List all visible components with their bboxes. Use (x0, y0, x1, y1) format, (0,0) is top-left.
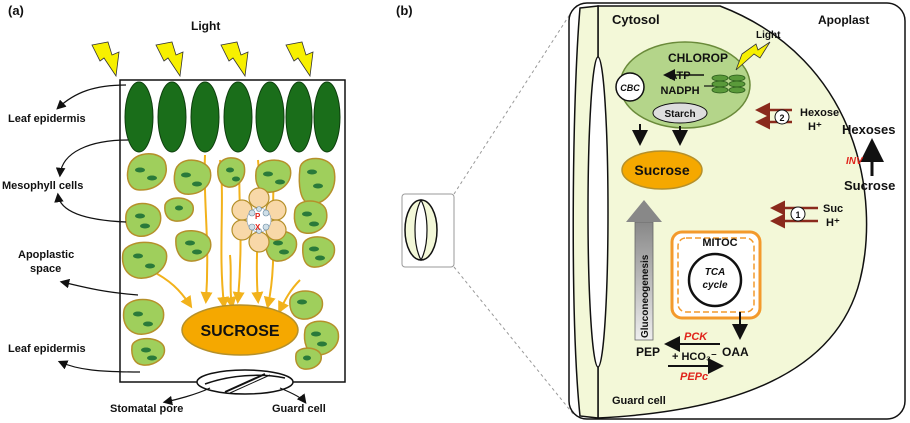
phloem-label: P (255, 212, 261, 221)
zoom-line-top (453, 7, 575, 195)
panel-a-pointer-arrows (54, 84, 307, 406)
transporter-2-label: 2 (779, 113, 784, 123)
pck-label: PCK (684, 331, 708, 343)
tca-cycle-icon (687, 252, 743, 308)
chloroplast-dots (133, 167, 327, 361)
panel-a-light-label: Light (191, 19, 220, 33)
mesophyll-cells (121, 153, 340, 370)
h-plus-2-label: H⁺ (826, 217, 840, 229)
epidermis-cell (157, 81, 187, 153)
leaf-epidermis-bottom-label: Leaf epidermis (8, 343, 86, 355)
guard-cell-label-b: Guard cell (612, 395, 666, 407)
mesophyll-cell (289, 290, 324, 320)
lightning-icon (735, 41, 771, 71)
mesophyll-cell (303, 320, 340, 356)
hexose-label: Hexose (800, 107, 839, 119)
cytosol-label: Cytosol (612, 12, 660, 27)
vascular-bundle: P X (231, 187, 287, 253)
panel-a-label: (a) (8, 3, 24, 18)
epidermis-cell (223, 81, 253, 153)
mitochondrion-label: MITOC (702, 237, 737, 249)
gluconeogenesis-arrow (626, 200, 662, 341)
pore (587, 56, 609, 368)
transporter-1-label: 1 (795, 210, 800, 220)
mesophyll-cell (173, 159, 212, 195)
atp-label: ATP (669, 70, 690, 82)
transporter-2-badge (774, 109, 790, 125)
gluconeogenesis-label: Gluconeogenesis (640, 254, 651, 338)
lightning-icon (285, 41, 314, 78)
zoom-line-bottom (453, 266, 575, 416)
panel-b-label: (b) (396, 3, 413, 18)
tca-label-1: TCA (705, 267, 726, 278)
pepc-label: PEPc (680, 371, 708, 383)
mesophyll-cell (302, 236, 336, 268)
thylakoid-stacks (711, 74, 746, 94)
suc-label: Suc (823, 203, 843, 215)
hexoses-label: Hexoses (842, 122, 895, 137)
apoplast-label: Apoplast (818, 13, 869, 27)
cell-sucrose (621, 150, 703, 190)
mesophyll-label: Mesophyll cells (2, 180, 83, 192)
xylem-label: X (255, 223, 261, 232)
apoplast-sucrose-label: Sucrose (844, 178, 895, 193)
apoplastic-label-1: Apoplastic (18, 249, 74, 261)
lightning-icon (155, 41, 184, 78)
sucrose-pool-label: SUCROSE (200, 323, 279, 340)
apoplastic-label-2: space (30, 263, 61, 275)
mesophyll-cell (126, 153, 167, 191)
inv-label: INV (846, 156, 864, 167)
nadph-label: NADPH (660, 85, 699, 97)
panel-b-light-label: Light (756, 30, 781, 41)
lightning-icon (91, 41, 120, 78)
epidermis-cell (313, 81, 341, 153)
oaa-label: OAA (722, 345, 749, 359)
epidermis-cell (285, 81, 313, 153)
starch-granule (652, 102, 708, 124)
stoma-thumbnail (401, 193, 455, 268)
chloroplast-label: CHLOROP (668, 51, 728, 65)
epidermis-cell (190, 81, 220, 153)
tca-label-2: cycle (702, 280, 727, 291)
cbc-cycle-icon (615, 72, 645, 102)
h-plus-1-label: H⁺ (808, 121, 822, 133)
hco3-label: + HCO₃⁻ (672, 351, 717, 363)
cell-sucrose-label: Sucrose (634, 162, 689, 178)
mesophyll-cell (298, 157, 336, 205)
mesophyll-cell (121, 241, 168, 279)
mesophyll-cell (217, 157, 246, 188)
epidermis-cell (124, 81, 154, 153)
lightning-icon (220, 41, 249, 78)
mesophyll-cell (125, 202, 162, 237)
epidermis-cell (255, 81, 285, 153)
pep-label: PEP (636, 345, 660, 359)
sucrose-pool (181, 304, 299, 356)
guard-cell-label-a: Guard cell (272, 403, 326, 415)
cbc-label: CBC (620, 83, 640, 93)
mesophyll-cell (293, 200, 328, 234)
transporter-1-badge (790, 206, 806, 222)
epidermis-cells (124, 81, 341, 153)
stomata (196, 369, 294, 395)
stomatal-pore-label: Stomatal pore (110, 403, 183, 415)
mesophyll-cell (175, 230, 212, 262)
leaf-epidermis-top-label: Leaf epidermis (8, 113, 86, 125)
mesophyll-cell (122, 298, 165, 335)
starch-label: Starch (664, 109, 695, 120)
lightning-icons (91, 41, 314, 78)
